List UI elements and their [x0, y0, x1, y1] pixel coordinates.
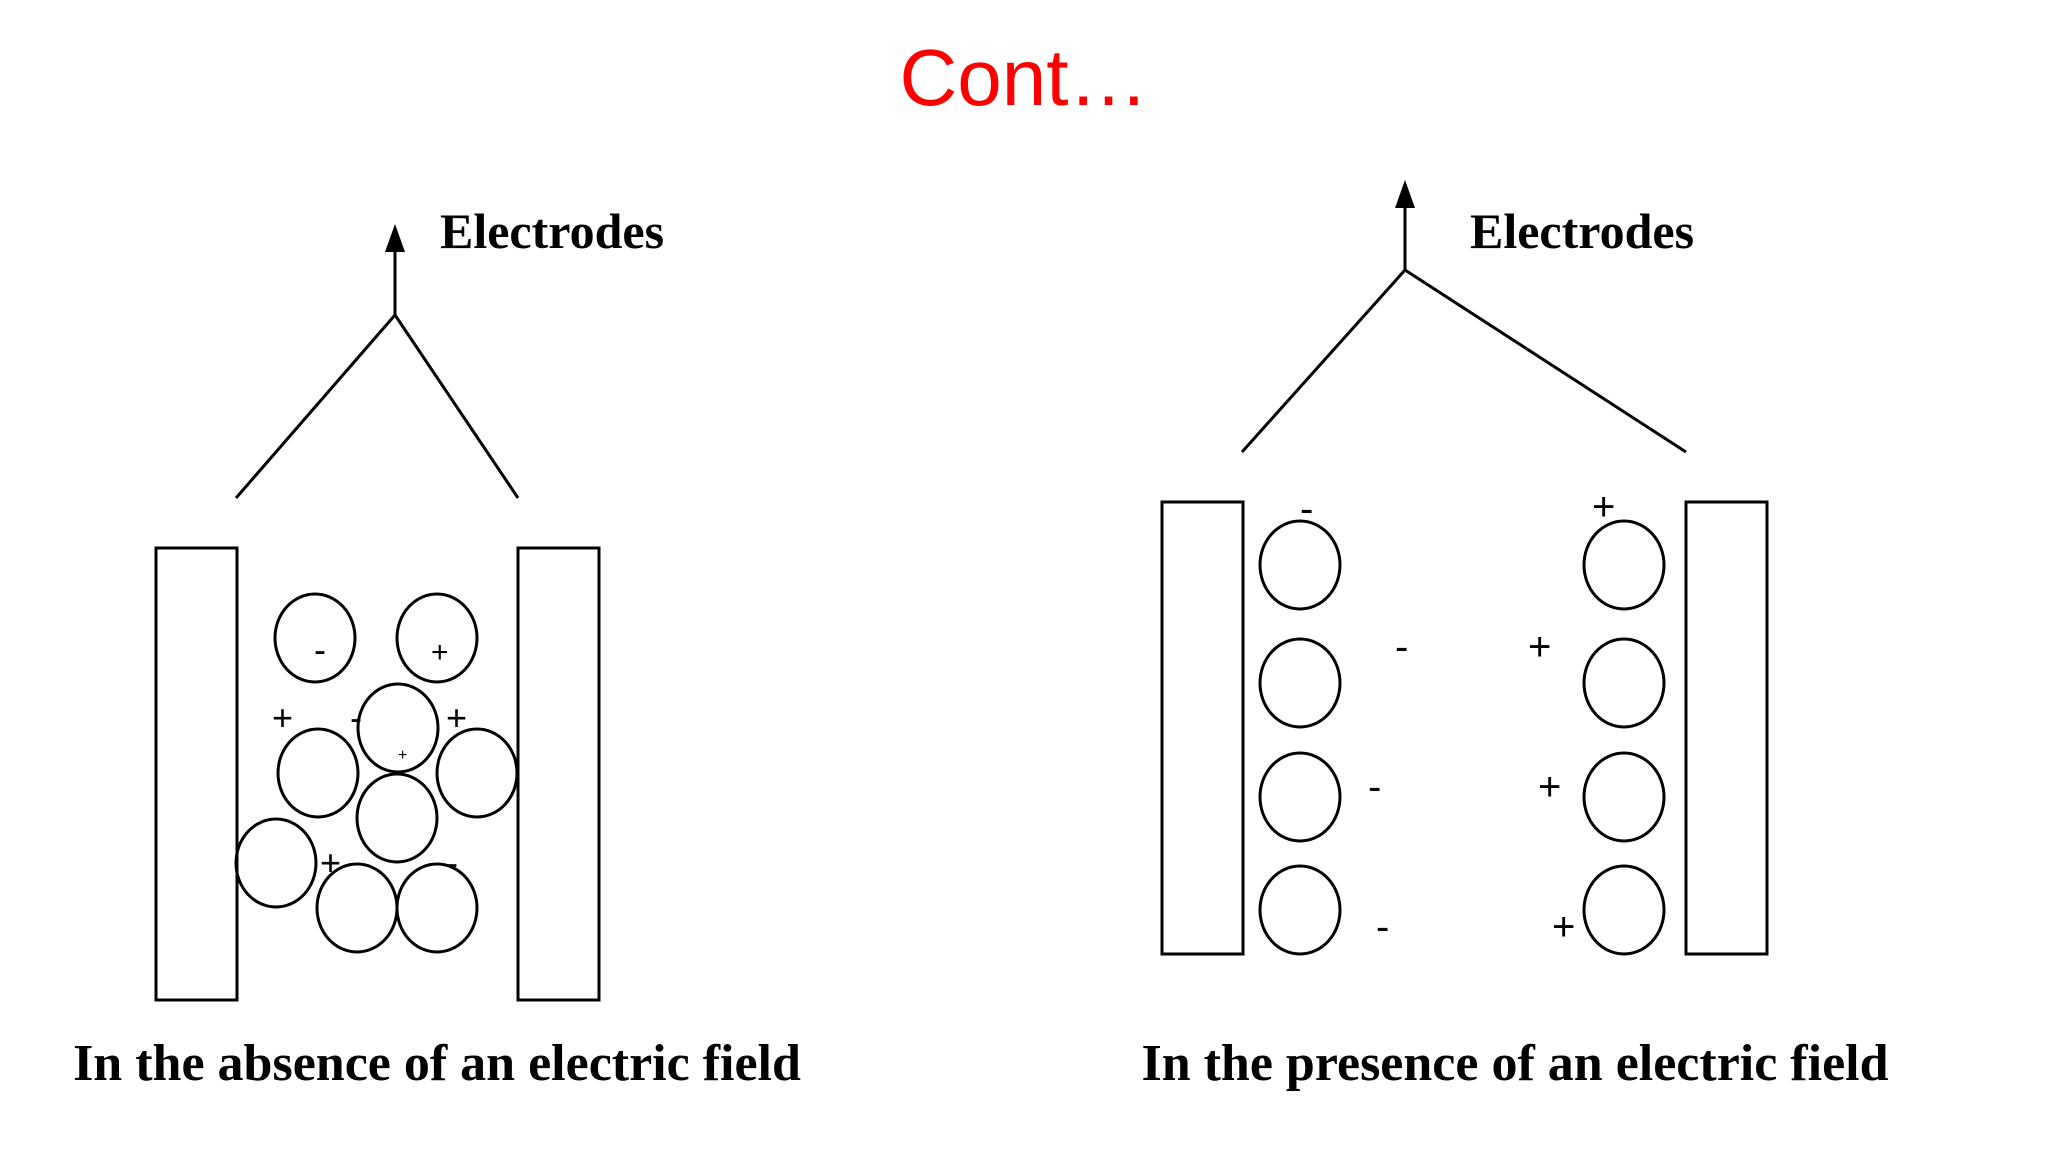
- sign-plus: +: [1592, 485, 1615, 529]
- left-charge-signs: - + + + + - - +: [272, 629, 467, 883]
- sign-plus: +: [446, 697, 467, 738]
- sign-plus: +: [320, 842, 341, 883]
- particle: [1582, 519, 1666, 611]
- left-electrodes-label: Electrodes: [440, 203, 664, 259]
- sign-plus: +: [431, 636, 449, 669]
- left-lead-right: [393, 314, 520, 499]
- right-caption: In the presence of an electric field: [1141, 1035, 1888, 1092]
- particle: [1582, 637, 1666, 729]
- sign-plus: +: [1552, 905, 1575, 949]
- sign-plus: +: [398, 747, 407, 764]
- right-electrodes-label: Electrodes: [1470, 203, 1694, 259]
- left-caption: In the absence of an electric field: [73, 1035, 801, 1092]
- particle: [1582, 751, 1666, 843]
- sign-minus: -: [350, 697, 362, 738]
- slide-title: Cont…: [899, 33, 1149, 122]
- right-negative-signs: - - - -: [1300, 487, 1408, 949]
- particle: [276, 727, 360, 819]
- particle: [234, 817, 318, 909]
- sign-plus: +: [272, 697, 293, 738]
- right-positive-signs: + + + +: [1528, 485, 1615, 949]
- particle: [1258, 864, 1342, 956]
- sign-minus: -: [314, 629, 326, 670]
- right-electrode-plate-left: [1160, 500, 1245, 956]
- particle: [273, 592, 357, 684]
- left-electrodes-arrowhead: [385, 224, 405, 252]
- sign-minus: -: [446, 842, 458, 883]
- particle: [395, 592, 479, 684]
- right-lead-right: [1404, 268, 1687, 454]
- sign-plus: +: [1538, 765, 1561, 809]
- particle: [395, 862, 479, 954]
- particle: [1258, 751, 1342, 843]
- particle: [1258, 519, 1342, 611]
- particle: [1258, 637, 1342, 729]
- right-electrodes-arrowhead: [1395, 180, 1415, 208]
- sign-plus: +: [1528, 625, 1551, 669]
- left-electrode-plate-right: [516, 546, 601, 1002]
- particle: [356, 682, 440, 774]
- left-lead-left: [234, 314, 397, 499]
- right-electrode-plate-right: [1684, 500, 1769, 956]
- particle: [355, 772, 439, 864]
- particle: [1582, 864, 1666, 956]
- particle: [435, 727, 519, 819]
- right-panel: [1160, 180, 1769, 956]
- left-panel: [154, 224, 601, 1002]
- sign-minus: -: [1300, 487, 1313, 531]
- left-electrode-plate-left: [154, 546, 239, 1002]
- sign-minus: -: [1395, 625, 1408, 669]
- right-lead-left: [1240, 268, 1407, 454]
- sign-minus: -: [1368, 765, 1381, 809]
- sign-minus: -: [1376, 905, 1389, 949]
